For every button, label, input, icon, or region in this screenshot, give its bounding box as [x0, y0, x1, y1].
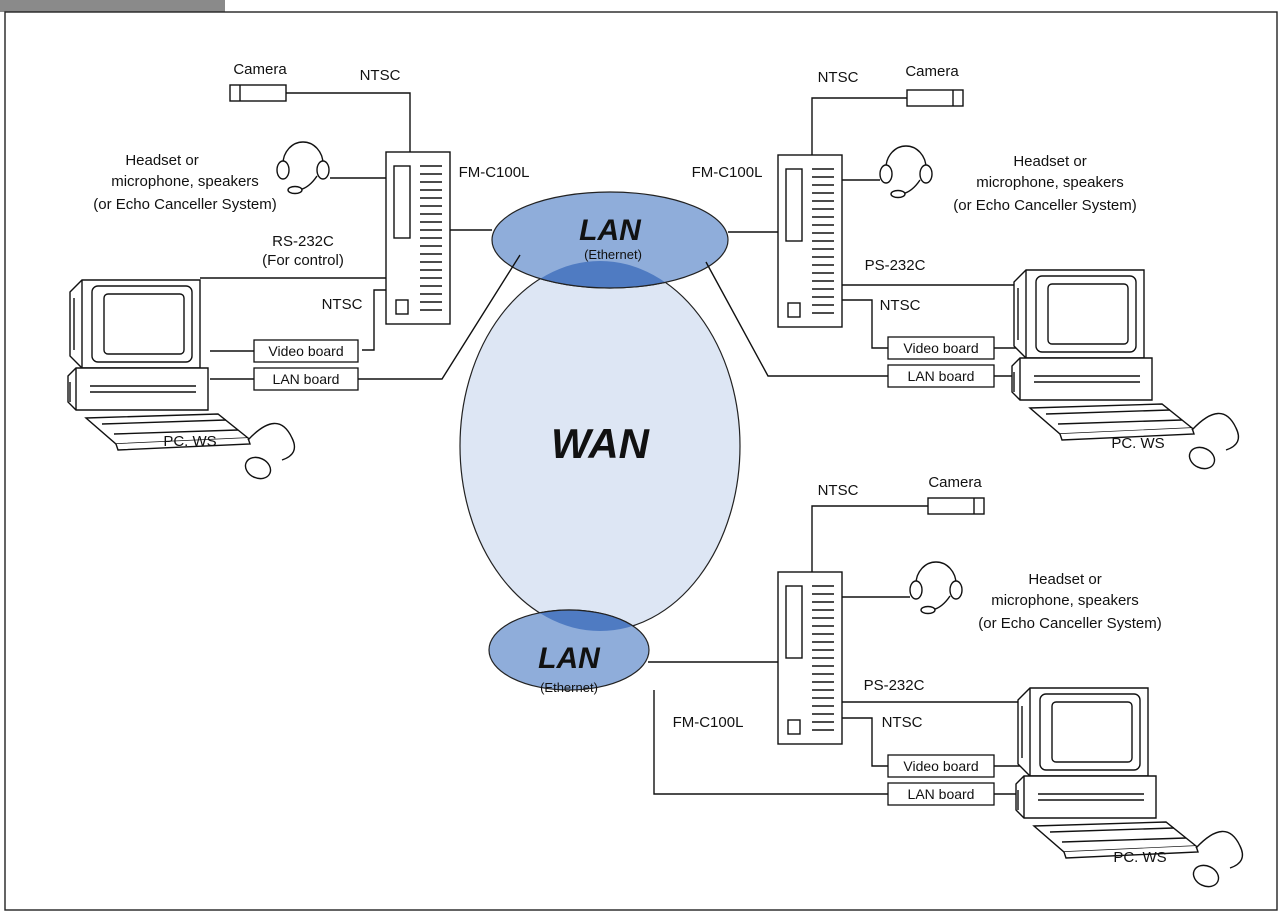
serial-label-1: RS-232C: [272, 233, 334, 250]
ntsc-top-label: NTSC: [818, 482, 859, 499]
pc-label: PC. WS: [163, 433, 216, 450]
corner-tab: [0, 0, 225, 12]
ntsc-bottom-label: NTSC: [882, 714, 923, 731]
unit-label: FM-C100L: [692, 164, 763, 181]
lan-board-label: LAN board: [908, 368, 975, 384]
camera-label: Camera: [233, 61, 287, 78]
ntsc-bottom-label: NTSC: [880, 297, 921, 314]
audio-line1: Headset or: [125, 152, 198, 169]
headset-icon: [276, 141, 330, 195]
audio-line2: microphone, speakers: [991, 592, 1139, 609]
fm-c100l-unit: [777, 571, 843, 745]
ntsc-bottom-label: NTSC: [322, 296, 363, 313]
lan-bottom-ethernet: (Ethernet): [540, 680, 598, 695]
diagram-border: [4, 11, 1278, 911]
lan-board-label: LAN board: [908, 786, 975, 802]
pc-label: PC. WS: [1113, 849, 1166, 866]
audio-line3: (or Echo Canceller System): [978, 615, 1161, 632]
audio-line2: microphone, speakers: [111, 173, 259, 190]
video-board-label: Video board: [903, 758, 978, 774]
lan-top-ethernet: (Ethernet): [584, 247, 642, 262]
camera-icon: [927, 497, 985, 515]
lan-bottom-label: LAN: [538, 642, 601, 675]
fm-c100l-unit: [777, 154, 843, 328]
unit-label: FM-C100L: [673, 714, 744, 731]
fm-c100l-unit: [385, 151, 451, 325]
headset-icon: [879, 145, 933, 199]
camera-label: Camera: [928, 474, 982, 491]
pc-label: PC. WS: [1111, 435, 1164, 452]
site-right: Camera NTSC Headset or microphone, speak…: [692, 63, 1240, 474]
ntsc-top-label: NTSC: [818, 69, 859, 86]
camera-icon: [906, 89, 964, 107]
serial-label: PS-232C: [864, 677, 925, 694]
audio-line3: (or Echo Canceller System): [93, 196, 276, 213]
serial-label: PS-232C: [865, 257, 926, 274]
serial-label-2: (For control): [262, 252, 344, 269]
camera-label: Camera: [905, 63, 959, 80]
audio-line3: (or Echo Canceller System): [953, 197, 1136, 214]
ntsc-top-label: NTSC: [360, 67, 401, 84]
video-board-label: Video board: [268, 343, 343, 359]
unit-label: FM-C100L: [459, 164, 530, 181]
lan-top-label: LAN: [579, 214, 642, 247]
lan-board-label: LAN board: [273, 371, 340, 387]
wan-label: WAN: [551, 420, 651, 467]
site-bottom: Camera NTSC Headset or microphone, speak…: [648, 474, 1244, 892]
camera-icon: [229, 84, 287, 102]
audio-line2: microphone, speakers: [976, 174, 1124, 191]
site-left: Camera NTSC Headset or microphone, speak…: [67, 61, 530, 484]
headset-icon: [909, 561, 963, 615]
video-board-label: Video board: [903, 340, 978, 356]
audio-line1: Headset or: [1028, 571, 1101, 588]
audio-line1: Headset or: [1013, 153, 1086, 170]
